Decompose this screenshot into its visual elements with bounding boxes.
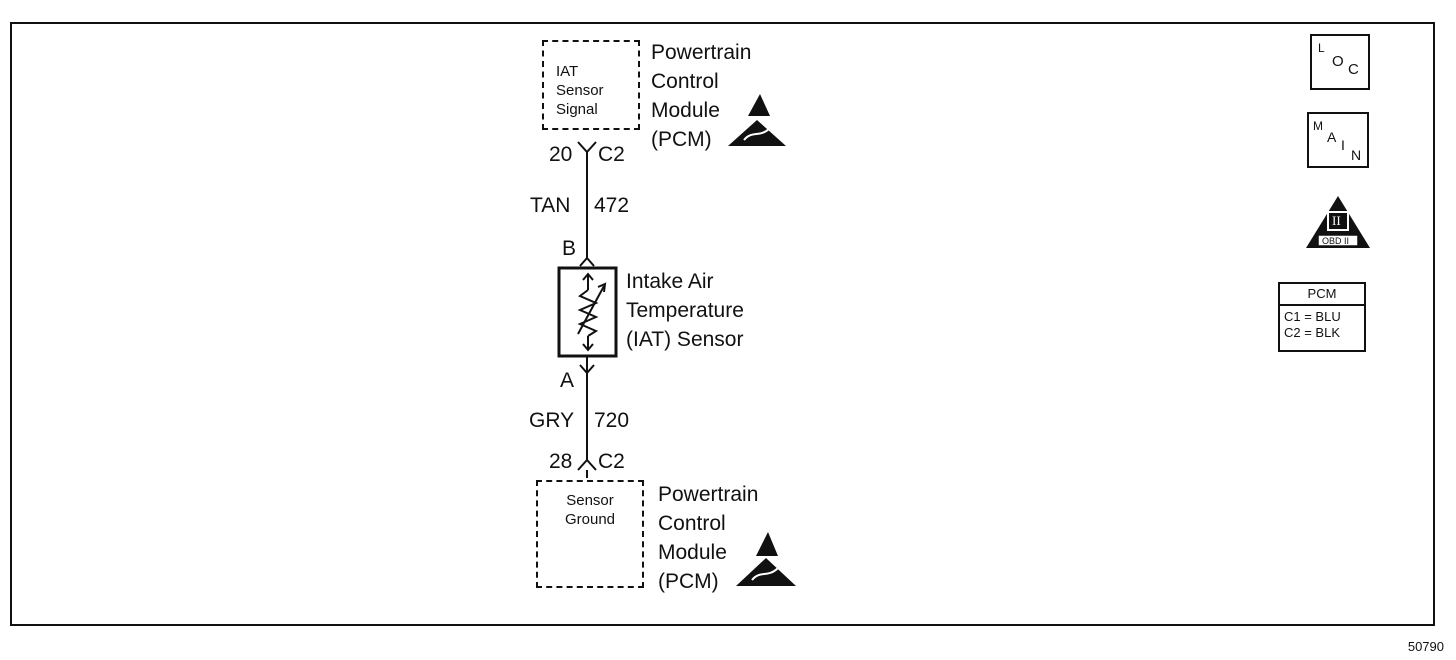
module-name-line: Powertrain bbox=[651, 41, 752, 64]
module-name-line: (PCM) bbox=[651, 128, 712, 151]
obd-ii-icon bbox=[1306, 196, 1370, 248]
bottom-pin-number: 28 bbox=[549, 450, 573, 473]
sensor-name: Intake Air Temperature (IAT) Sensor bbox=[626, 267, 744, 354]
bottom-module-box bbox=[536, 480, 644, 588]
loc-letter-o: O bbox=[1332, 53, 1344, 70]
wire-bottom-circuit: 720 bbox=[594, 409, 630, 432]
module-name-line: Control bbox=[658, 512, 726, 535]
bottom-module-name: Powertrain Control Module (PCM) bbox=[658, 480, 758, 596]
top-connector-symbol bbox=[577, 141, 597, 154]
pcm-table-row: C1 = BLU bbox=[1284, 309, 1341, 324]
main-letter-m: M bbox=[1313, 119, 1323, 133]
module-name-line: Powertrain bbox=[658, 483, 759, 506]
module-name-line: (PCM) bbox=[658, 570, 719, 593]
top-pin-number: 20 bbox=[549, 143, 573, 166]
terminal-b-symbol bbox=[579, 256, 595, 267]
bottom-connector-id: C2 bbox=[598, 450, 625, 473]
module-name-line: Module bbox=[651, 99, 720, 122]
wire-bottom-color: GRY bbox=[529, 409, 575, 432]
pcm-table-header: PCM bbox=[1280, 284, 1364, 306]
terminal-a-label: A bbox=[560, 369, 575, 392]
figure-number: 50790 bbox=[1407, 639, 1444, 654]
main-letter-n: N bbox=[1351, 147, 1362, 163]
top-module-function: IAT Sensor Signal bbox=[556, 62, 628, 119]
terminal-b-label: B bbox=[562, 237, 577, 260]
sensor-name-line: Temperature bbox=[626, 299, 744, 322]
pcm-connector-table: PCM C1 = BLU C2 = BLK bbox=[1278, 282, 1366, 352]
module-name-line: Module bbox=[658, 541, 727, 564]
caution-triangle-icon-bottom bbox=[756, 532, 778, 556]
top-module-name: Powertrain Control Module (PCM) bbox=[651, 38, 751, 154]
bottom-connector-symbol bbox=[577, 458, 597, 471]
wire-top-color: TAN bbox=[530, 194, 571, 217]
bottom-module-function: Sensor Ground bbox=[548, 491, 632, 529]
main-letter-i: I bbox=[1341, 137, 1345, 153]
esd-warning-icon-bottom bbox=[736, 558, 796, 586]
sensor-name-line: (IAT) Sensor bbox=[626, 328, 744, 351]
sensor-name-line: Intake Air bbox=[626, 270, 714, 293]
function-line: Sensor bbox=[556, 82, 604, 99]
top-connector-id: C2 bbox=[598, 143, 625, 166]
function-line: IAT bbox=[556, 63, 579, 80]
pcm-table-row: C2 = BLK bbox=[1284, 325, 1341, 340]
function-line: Signal bbox=[556, 101, 598, 118]
caution-triangle-icon bbox=[748, 94, 770, 116]
main-letter-a: A bbox=[1327, 129, 1337, 145]
function-line: Ground bbox=[564, 511, 616, 528]
loc-letter-l: L bbox=[1318, 41, 1325, 55]
obd-numeral: II bbox=[1332, 213, 1341, 228]
diagram-frame bbox=[10, 22, 1435, 626]
variable-resistor-icon bbox=[577, 272, 607, 352]
esd-warning-icon bbox=[728, 120, 786, 146]
module-name-line: Control bbox=[651, 70, 719, 93]
main-symbol: M A I N bbox=[1307, 112, 1369, 168]
loc-symbol: L O C bbox=[1310, 34, 1370, 90]
function-line: Sensor bbox=[566, 492, 614, 509]
obd-label: OBD II bbox=[1322, 236, 1350, 246]
loc-letter-c: C bbox=[1348, 61, 1359, 78]
wire-top-circuit: 472 bbox=[594, 194, 630, 217]
top-module-box bbox=[542, 40, 640, 130]
